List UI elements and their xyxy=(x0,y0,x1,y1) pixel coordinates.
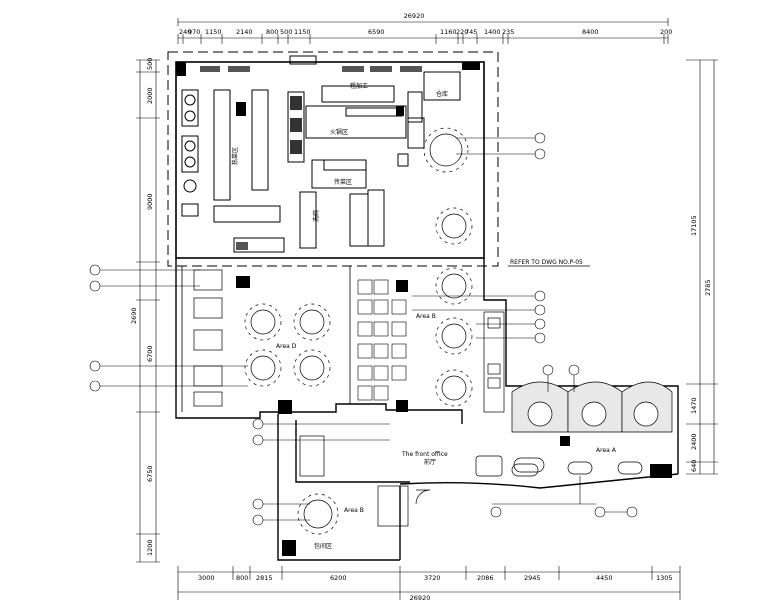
dim-label: 6700 xyxy=(146,345,154,362)
dim-label: 1150 xyxy=(205,28,222,36)
dim-label: 1160 xyxy=(440,28,457,36)
label-front-office: The front office xyxy=(401,451,448,458)
dim-label: 1470 xyxy=(690,397,698,414)
kitchen-zone: 粗加工 仓库 火锅区 传菜区 热菜区 洗碗 xyxy=(167,51,590,267)
callout-bubbles xyxy=(89,132,638,526)
center-booths xyxy=(357,279,407,401)
service-counter xyxy=(483,311,505,413)
dim-label: 500 xyxy=(146,58,154,70)
bottom-segment-labels: 3000 800 2815 6200 3720 2086 2945 4450 1… xyxy=(198,574,673,582)
dim-label: 2140 xyxy=(236,28,253,36)
label-prep: 粗加工 xyxy=(350,82,368,90)
dim-label: 6590 xyxy=(368,28,385,36)
kitchen-right-tables xyxy=(423,127,473,245)
dim-label: 640 xyxy=(690,460,698,472)
dim-label: 500 xyxy=(280,28,292,36)
right-upper-dimension: 17105 xyxy=(690,215,698,236)
dim-label: 2815 xyxy=(256,574,273,582)
dim-label: 9000 xyxy=(146,193,154,210)
label-area-b2: Area B xyxy=(344,507,364,514)
dim-label: 800 xyxy=(236,574,248,582)
dim-label: 2000 xyxy=(146,87,154,104)
dim-label: 3720 xyxy=(424,574,441,582)
label-side: 传菜区 xyxy=(334,178,352,186)
dim-label: 220 xyxy=(456,28,468,36)
right-dimension-line xyxy=(686,59,718,475)
label-hot: 热菜区 xyxy=(231,147,239,165)
area-b-tables xyxy=(435,267,473,407)
refer-note: REFER TO DWG NO.P-05 xyxy=(510,259,583,266)
dim-label: 6200 xyxy=(330,574,347,582)
area-d-tables xyxy=(244,303,331,387)
label-area-a: Area A xyxy=(596,447,617,454)
dim-label: 200 xyxy=(660,28,672,36)
dim-label: 2690 xyxy=(130,307,138,324)
top-dimension-line xyxy=(177,18,669,44)
dim-label: 2945 xyxy=(524,574,541,582)
label-front-office-cn: 前厅 xyxy=(424,458,436,466)
dim-label: 4450 xyxy=(596,574,613,582)
dining-hall-walls xyxy=(175,258,679,474)
label-dishwash: 洗碗 xyxy=(312,210,320,222)
lower-front-walls xyxy=(277,414,679,561)
dim-label: 970 xyxy=(188,28,200,36)
dim-label: 745 xyxy=(465,28,477,36)
dim-label: 1305 xyxy=(656,574,673,582)
right-total-dimension: 2785 xyxy=(704,279,712,296)
top-segment-labels: 240 970 1150 2140 800 500 1150 6590 1160… xyxy=(179,28,672,36)
left-booths xyxy=(193,269,223,407)
label-storage: 仓库 xyxy=(436,90,448,98)
dim-label: 1400 xyxy=(484,28,501,36)
dim-label: 2086 xyxy=(477,574,494,582)
bottom-dimension-line xyxy=(177,566,681,600)
label-hotpot: 火锅区 xyxy=(330,128,348,136)
dim-label: 3000 xyxy=(198,574,215,582)
dim-label: 1150 xyxy=(294,28,311,36)
left-dimension-line xyxy=(136,59,160,563)
dim-label: 2400 xyxy=(690,433,698,450)
dim-label: 1200 xyxy=(146,539,154,556)
dim-label: 8400 xyxy=(582,28,599,36)
area-a-vip-booths xyxy=(511,381,673,475)
dim-label: 240 xyxy=(179,28,191,36)
top-total-dimension: 26920 xyxy=(404,12,425,20)
dim-label: 6750 xyxy=(146,465,154,482)
left-segment-labels: 500 2000 9000 2690 6700 6750 1200 xyxy=(130,58,154,556)
dim-label: 235 xyxy=(502,28,514,36)
label-private-room: 包间区 xyxy=(314,542,332,550)
front-office xyxy=(297,435,539,535)
bottom-total-dimension: 26920 xyxy=(410,594,431,602)
label-area-d: Area D xyxy=(276,343,297,350)
label-area-b1: Area B xyxy=(416,313,436,320)
callout-leaders xyxy=(100,137,630,521)
dim-label: 800 xyxy=(266,28,278,36)
